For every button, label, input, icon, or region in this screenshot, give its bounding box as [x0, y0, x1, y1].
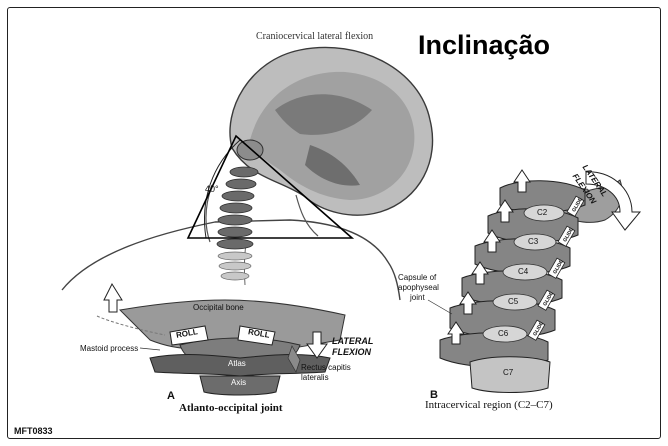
slide-title: Inclinação	[418, 30, 550, 61]
lateral-flexion-a-line2: FLEXION	[332, 347, 371, 357]
axis-label: Axis	[231, 378, 246, 387]
occipital-bone-label: Occipital bone	[193, 303, 244, 312]
panel-b-illustration	[428, 170, 640, 393]
angle-label: 40°	[205, 184, 219, 194]
vertebra-c7: C7	[503, 368, 513, 377]
vertebra-c3: C3	[528, 237, 538, 246]
vertebra-c5: C5	[508, 297, 518, 306]
figure-code: MFT0833	[14, 426, 53, 436]
head-figure	[62, 47, 433, 300]
vertebra-c6: C6	[498, 329, 508, 338]
rectus-capitis-line2: lateralis	[301, 373, 329, 382]
lateral-flexion-a-line1: LATERAL	[332, 336, 373, 346]
figure-title: Craniocervical lateral flexion	[256, 31, 373, 42]
panel-b-caption: Intracervical region (C2–C7)	[425, 399, 553, 411]
capsule-label-line2: apophyseal	[398, 283, 439, 292]
capsule-label-line3: joint	[410, 293, 425, 302]
vertebra-c2: C2	[537, 208, 547, 217]
atlas-label: Atlas	[228, 359, 246, 368]
panel-a-caption: Atlanto-occipital joint	[179, 402, 283, 414]
capsule-label-line1: Capsule of	[398, 273, 436, 282]
panel-a-letter: A	[167, 390, 175, 402]
mastoid-process-label: Mastoid process	[80, 344, 138, 353]
vertebra-c4: C4	[518, 267, 528, 276]
rectus-capitis-line1: Rectus capitis	[301, 363, 351, 372]
